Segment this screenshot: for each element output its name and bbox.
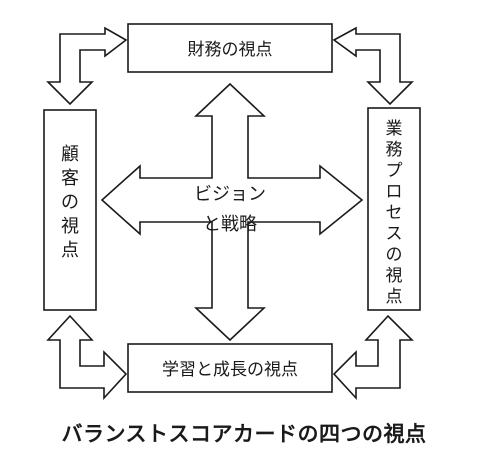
process-char: 点 bbox=[386, 287, 403, 307]
center-label-line1: ビジョン bbox=[194, 184, 266, 205]
corner-arrows bbox=[46, 26, 414, 401]
process-char: セ bbox=[386, 203, 403, 223]
financial-perspective-box: 財務の視点 bbox=[127, 23, 333, 73]
customer-char: 客 bbox=[61, 168, 79, 189]
diagram-caption: バランストスコアカードの四つの視点 bbox=[61, 422, 427, 446]
learning-perspective-box: 学習と成長の視点 bbox=[127, 343, 333, 393]
customer-char: 点 bbox=[61, 240, 79, 261]
customer-perspective-box: 顧 客 の 視 点 bbox=[43, 109, 97, 311]
customer-char: 視 bbox=[61, 216, 79, 237]
process-char: 業 bbox=[386, 119, 403, 139]
process-char: 視 bbox=[386, 266, 403, 286]
process-char: ス bbox=[386, 224, 403, 244]
process-char: プ bbox=[386, 161, 403, 181]
customer-char: の bbox=[61, 192, 79, 213]
process-perspective-box: 業 務 プ ロ セ ス の 視 点 bbox=[367, 107, 421, 311]
vision-cross-arrow bbox=[100, 82, 364, 342]
process-char: 務 bbox=[386, 140, 403, 160]
arrow-financial-customer bbox=[46, 26, 128, 106]
financial-perspective-label: 財務の視点 bbox=[188, 40, 273, 60]
learning-perspective-label: 学習と成長の視点 bbox=[162, 360, 298, 380]
process-char: ロ bbox=[386, 182, 403, 202]
customer-char: 顧 bbox=[61, 144, 79, 165]
arrow-customer-learning bbox=[46, 314, 128, 401]
arrow-process-learning bbox=[332, 314, 414, 401]
process-char: の bbox=[386, 245, 403, 265]
arrow-financial-process bbox=[332, 26, 414, 106]
center-label-line2: と戦略 bbox=[203, 214, 257, 235]
